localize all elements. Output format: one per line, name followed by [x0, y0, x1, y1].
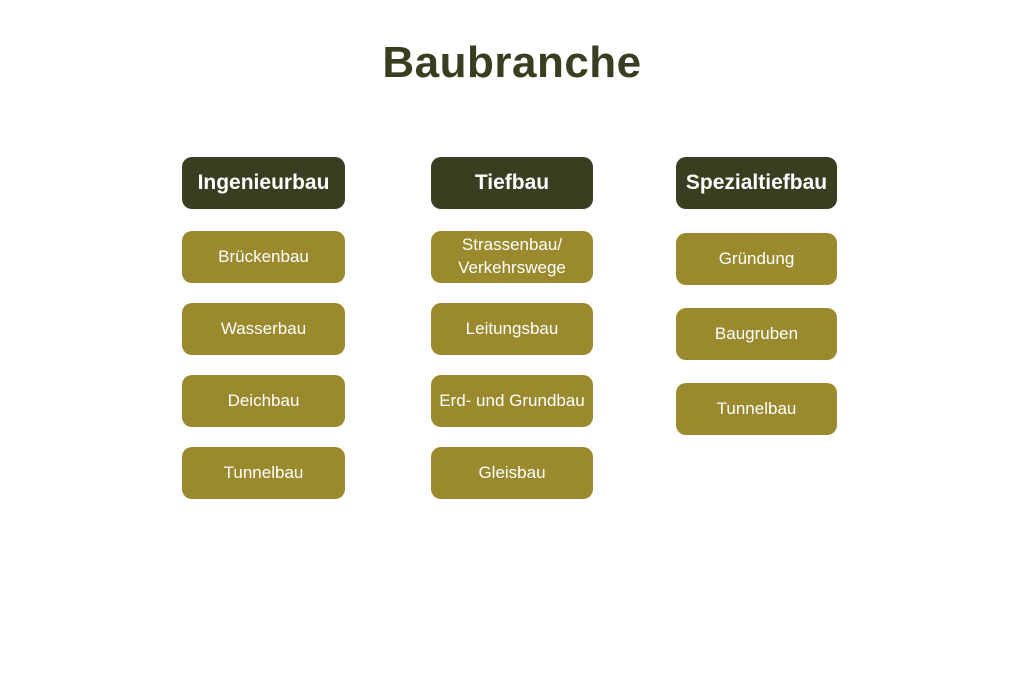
column-tiefbau: Tiefbau Strassenbau/ Verkehrswege Leitun… [431, 157, 593, 519]
item-deichbau: Deichbau [182, 375, 345, 427]
column-header-spezialtiefbau: Spezialtiefbau [676, 157, 837, 209]
item-baugruben: Baugruben [676, 308, 837, 360]
column-spezialtiefbau: Spezialtiefbau Gründung Baugruben Tunnel… [676, 157, 837, 458]
item-tunnelbau-ingenieurbau: Tunnelbau [182, 447, 345, 499]
column-header-tiefbau: Tiefbau [431, 157, 593, 209]
item-gleisbau: Gleisbau [431, 447, 593, 499]
item-erd-und-grundbau: Erd- und Grundbau [431, 375, 593, 427]
item-leitungsbau: Leitungsbau [431, 303, 593, 355]
column-ingenieurbau: Ingenieurbau Brückenbau Wasserbau Deichb… [182, 157, 345, 519]
item-tunnelbau-spezialtiefbau: Tunnelbau [676, 383, 837, 435]
item-brueckenbau: Brückenbau [182, 231, 345, 283]
item-gruendung: Gründung [676, 233, 837, 285]
item-wasserbau: Wasserbau [182, 303, 345, 355]
column-header-ingenieurbau: Ingenieurbau [182, 157, 345, 209]
item-strassenbau-verkehrswege: Strassenbau/ Verkehrswege [431, 231, 593, 283]
page-title: Baubranche [382, 38, 642, 87]
